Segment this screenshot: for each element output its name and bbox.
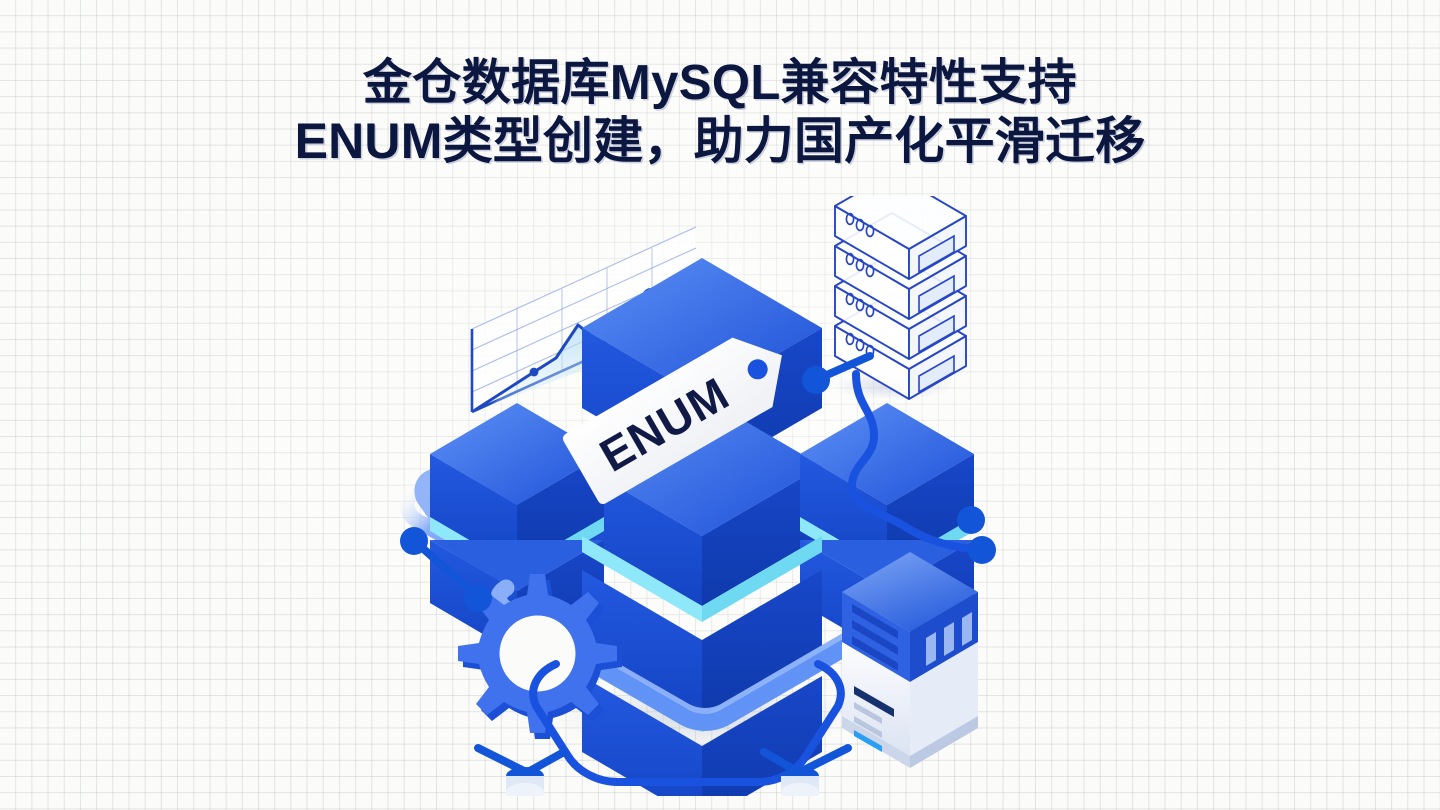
connector-node-upper-right [802,366,830,394]
hero-illustration: ENUM [386,196,1018,796]
connector-node-mid-right-b [968,536,996,564]
page-title: 金仓数据库MySQL兼容特性支持 ENUM类型创建，助力国产化平滑迁移 [0,54,1440,170]
connector-node-left-a [400,527,428,555]
title-line-2: ENUM类型创建，助力国产化平滑迁移 [294,113,1146,169]
title-line-1: 金仓数据库MySQL兼容特性支持 [362,56,1078,110]
connector-node-mid-right-a [957,506,985,534]
connector-node-left-b [464,584,492,612]
tower-server [842,552,978,768]
illustration-svg: ENUM [399,196,996,796]
server-rack [833,196,967,400]
chart-point-marker [529,367,539,377]
